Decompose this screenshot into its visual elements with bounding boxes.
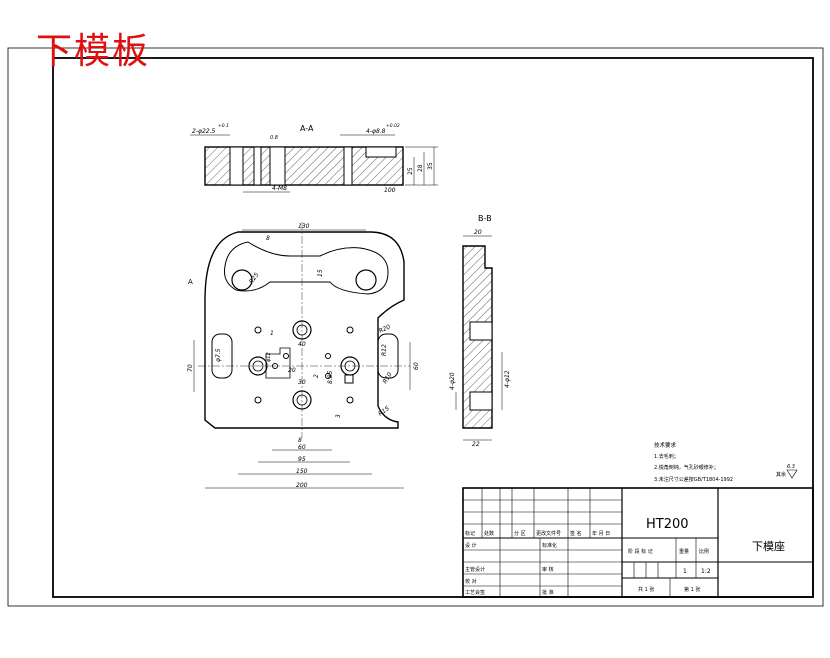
plan-outline	[204, 231, 405, 429]
plan-dim-30: 30	[298, 379, 306, 386]
note-1: 1.去毛刺；	[654, 453, 679, 460]
tb-label-date: 年 月 日	[592, 530, 610, 537]
plan-dim-t1: 1	[270, 330, 274, 337]
tb-qty-value: 1	[683, 568, 687, 575]
aa-dim-d2: 4-φ8.8	[366, 128, 386, 135]
plan-dim-15: 15	[317, 269, 324, 277]
tb-label-zone: 分 区	[514, 530, 526, 537]
plan-dim-95: 95	[298, 456, 306, 463]
tb-label-approve: 批 准	[542, 589, 554, 596]
aa-dim-d4: 100	[384, 187, 396, 194]
tb-sheets-total: 共 1 张	[638, 586, 654, 593]
section-aa-view: A-A 2-φ22.5 +0.1 4-φ8.8 +0.02 0.8 4-M8 1…	[190, 123, 438, 194]
bb-dim-d20: 4-φ20	[449, 372, 456, 390]
plan-dim-70: 70	[187, 364, 194, 372]
aa-dim-d3: 4-M8	[272, 185, 287, 192]
tb-label-process: 工艺会签	[465, 589, 485, 596]
tb-label-chief: 主管设计	[465, 566, 485, 573]
plan-view: 130 8 R25 15 A 70 φ7.5 1 40 φ12 20 30 8.…	[187, 222, 420, 489]
tb-label-design: 设 计	[465, 542, 477, 549]
bb-dim-22: 22	[472, 441, 480, 448]
roughness-suffix: 其余	[776, 471, 786, 478]
plan-dim-r12: R12	[381, 344, 388, 356]
tb-label-sign: 签 名	[570, 530, 582, 537]
plan-dim-150: 150	[296, 468, 308, 475]
section-mark-a: A	[188, 278, 193, 286]
section-bb-view: B-B 20 4-φ20 4-φ12 22	[449, 214, 511, 448]
plan-dim-2: 2	[313, 374, 320, 378]
tb-label-review: 审 核	[542, 566, 554, 573]
aa-dim-d1: 2-φ22.5	[192, 128, 215, 135]
aa-dim-h2: 35	[427, 162, 434, 170]
plan-dim-r20: R20	[378, 323, 392, 334]
aa-dim-d2-tol: +0.02	[386, 123, 400, 129]
plan-dim-8-bottom: 8	[298, 437, 302, 444]
bb-dim-20: 20	[474, 229, 482, 236]
part-name: 下模座	[752, 539, 785, 553]
tb-label-check: 校 对	[465, 578, 477, 585]
tb-label-weight: 重量	[679, 548, 689, 555]
aa-dim-d1-tol: +0.1	[218, 123, 229, 129]
tb-label-scale: 比例	[699, 548, 709, 555]
technical-notes: 技术要求 1.去毛刺； 2.锐角倒钝，气孔砂眼修补； 3.未注尺寸公差按GB/T…	[654, 441, 798, 483]
plan-dim-130: 130	[298, 223, 310, 230]
page-title: 下模板	[36, 31, 151, 72]
section-bb-label: B-B	[478, 214, 492, 223]
title-block-text: HT200 下模座 标记 处数 分 区 更改文件号 签 名 年 月 日 设 计 …	[465, 517, 785, 596]
plan-dim-60: 60	[298, 444, 306, 451]
plan-dim-200: 200	[296, 482, 308, 489]
plan-dim-885: 8.85	[327, 370, 334, 384]
tb-sheet-no: 第 1 张	[684, 586, 700, 593]
plan-dim-40: 40	[298, 341, 306, 348]
roughness-symbol-icon	[786, 469, 798, 479]
roughness-value: 6.3	[787, 464, 795, 470]
material-value: HT200	[646, 517, 689, 532]
plan-top-pocket	[224, 241, 389, 295]
outer-frame	[7, 47, 824, 607]
plan-dim-d12: φ12	[266, 352, 272, 362]
tb-scale-value: 1:2	[701, 568, 711, 575]
tb-label-standardize: 标准化	[542, 542, 557, 549]
bb-dim-d12: 4-φ12	[504, 370, 511, 388]
section-aa-label: A-A	[300, 124, 314, 133]
notes-heading: 技术要求	[654, 441, 677, 449]
tb-label-stage: 阶 段 标 记	[628, 548, 653, 555]
note-3: 3.未注尺寸公差按GB/T1804-1992	[654, 476, 733, 483]
tb-label-count: 处数	[484, 530, 494, 537]
tb-label-mark: 标记	[465, 530, 475, 537]
plan-dim-20: 20	[288, 367, 296, 374]
plan-dim-3: 3	[335, 414, 342, 418]
guide-hole-right	[355, 269, 377, 291]
aa-roughness: 0.8	[270, 135, 278, 141]
plan-dim-60-v: 60	[413, 362, 420, 370]
title-block	[462, 487, 814, 598]
guide-hole-left	[231, 269, 253, 291]
plan-dim-8-top: 8	[266, 235, 270, 242]
aa-dim-h1: 25	[407, 167, 414, 175]
note-2: 2.锐角倒钝，气孔砂眼修补；	[654, 464, 719, 471]
tb-label-change: 更改文件号	[536, 530, 561, 537]
plan-dim-d7: φ7.5	[215, 348, 222, 362]
aa-dim-h3: 28	[417, 164, 424, 172]
inner-frame	[52, 57, 814, 598]
